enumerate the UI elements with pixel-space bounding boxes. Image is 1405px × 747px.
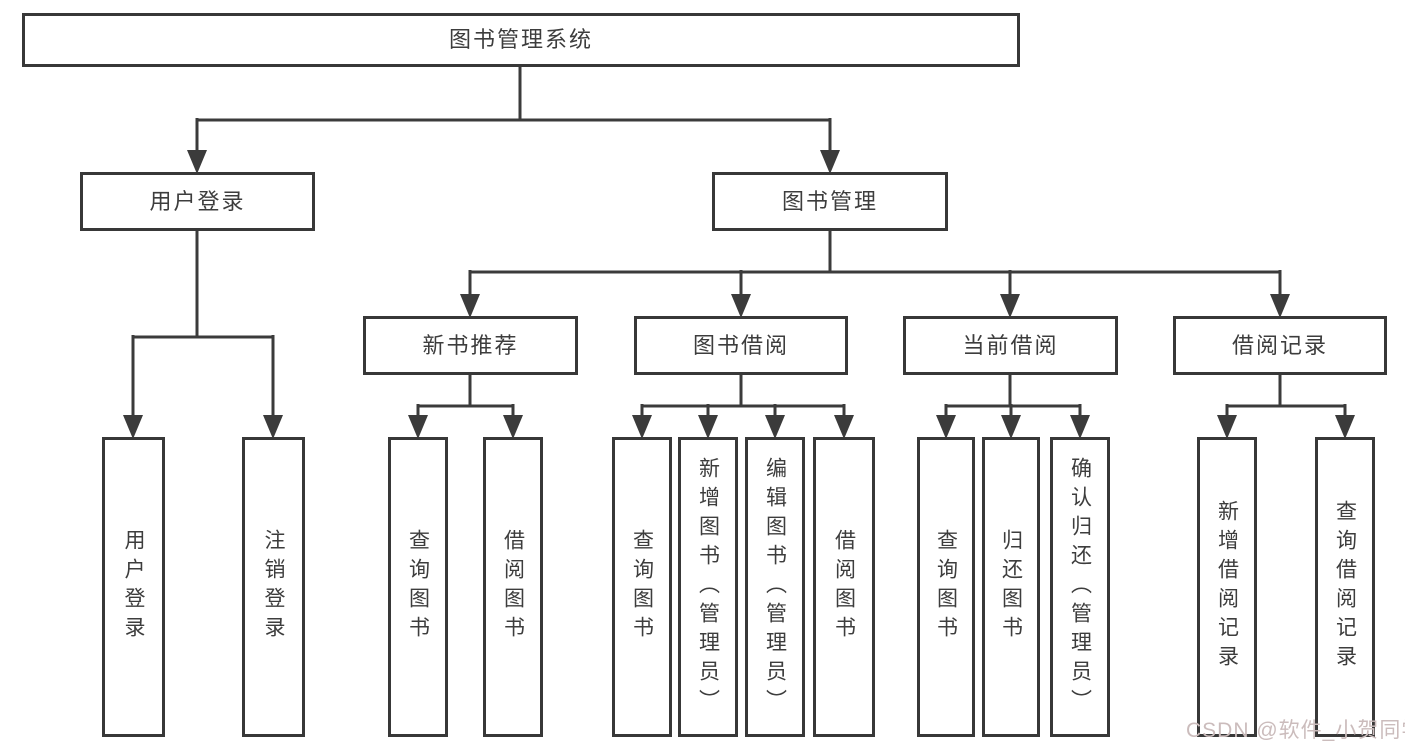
node-label: 注销登录 xyxy=(262,529,285,645)
leaf-query-books-borrow: 查询图书 xyxy=(612,437,672,737)
node-label: 当前借阅 xyxy=(962,332,1059,358)
leaf-add-book-admin: 新增图书（管理员） xyxy=(678,437,738,737)
node-label: 编辑图书（管理员） xyxy=(763,456,787,718)
node-label: 查询借阅记录 xyxy=(1333,500,1357,674)
leaf-add-borrow-record: 新增借阅记录 xyxy=(1197,437,1257,737)
leaf-borrow-books-recommend: 借阅图书 xyxy=(483,437,543,737)
leaf-return-books: 归还图书 xyxy=(982,437,1040,737)
node-label: 查询图书 xyxy=(934,529,958,645)
leaf-logout: 注销登录 xyxy=(242,437,305,737)
node-label: 新增借阅记录 xyxy=(1215,500,1239,674)
leaf-query-books-current: 查询图书 xyxy=(917,437,975,737)
node-new-book-recommend: 新书推荐 xyxy=(363,316,578,375)
node-label: 新书推荐 xyxy=(422,332,519,358)
leaf-user-login: 用户登录 xyxy=(102,437,165,737)
csdn-watermark: CSDN @软件_小贺同学 xyxy=(1186,719,1405,742)
node-borrow-records: 借阅记录 xyxy=(1173,316,1387,375)
node-label: 查询图书 xyxy=(406,529,430,645)
node-label: 图书管理 xyxy=(781,188,878,214)
leaf-query-books-recommend: 查询图书 xyxy=(388,437,448,737)
node-label: 用户登录 xyxy=(149,188,246,214)
node-label: 图书借阅 xyxy=(692,332,789,358)
node-label: 归还图书 xyxy=(999,529,1023,645)
node-label: 确认归还（管理员） xyxy=(1068,456,1092,718)
node-book-borrow: 图书借阅 xyxy=(634,316,848,375)
node-label: 借阅记录 xyxy=(1231,332,1328,358)
leaf-borrow-books: 借阅图书 xyxy=(813,437,875,737)
node-label: 借阅图书 xyxy=(832,529,856,645)
node-book-management-branch: 图书管理 xyxy=(712,172,948,231)
node-label: 查询图书 xyxy=(630,529,654,645)
node-label: 用户登录 xyxy=(122,529,145,645)
node-label: 图书管理系统 xyxy=(448,27,593,52)
node-label: 新增图书（管理员） xyxy=(696,456,720,718)
node-book-management-system: 图书管理系统 xyxy=(22,13,1020,67)
node-label: 借阅图书 xyxy=(501,529,525,645)
node-user-login-branch: 用户登录 xyxy=(80,172,315,231)
node-current-borrow: 当前借阅 xyxy=(903,316,1118,375)
leaf-confirm-return-admin: 确认归还（管理员） xyxy=(1050,437,1110,737)
leaf-edit-book-admin: 编辑图书（管理员） xyxy=(745,437,805,737)
leaf-query-borrow-record: 查询借阅记录 xyxy=(1315,437,1375,737)
